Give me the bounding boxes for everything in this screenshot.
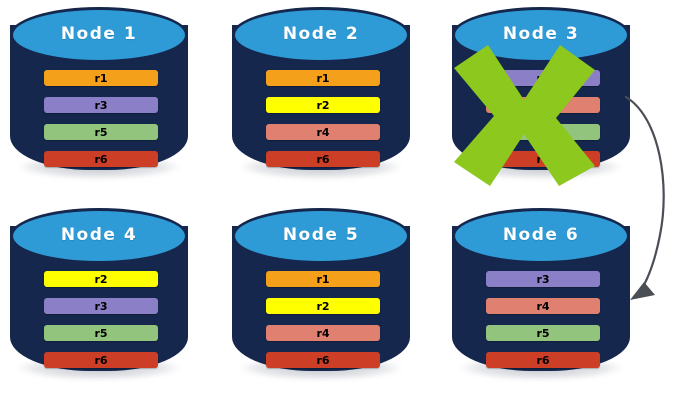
- cylinder-top: Node 3: [452, 7, 630, 63]
- record-label: r1: [316, 71, 330, 85]
- cylinder-top: Node 2: [232, 7, 410, 63]
- record-list: r3 r4 r5 r6: [486, 70, 600, 167]
- record-bar[interactable]: r6: [486, 151, 600, 167]
- record-label: r5: [94, 125, 108, 139]
- node-title: Node 1: [60, 23, 138, 44]
- record-label: r5: [94, 326, 108, 340]
- record-label: r3: [536, 71, 550, 85]
- node-4[interactable]: Node 4 r2 r3 r5 r6: [10, 206, 188, 384]
- record-label: r6: [94, 353, 108, 367]
- record-bar[interactable]: r6: [266, 352, 380, 368]
- node-title: Node 4: [60, 224, 138, 245]
- node-5[interactable]: Node 5 r1 r2 r4 r6: [232, 206, 410, 384]
- record-bar[interactable]: r1: [266, 271, 380, 287]
- record-bar[interactable]: r5: [44, 325, 158, 341]
- record-label: r1: [316, 272, 330, 286]
- record-label: r4: [536, 299, 550, 313]
- record-bar[interactable]: r3: [44, 97, 158, 113]
- record-bar[interactable]: r6: [44, 151, 158, 167]
- record-label: r2: [316, 98, 330, 112]
- record-bar[interactable]: r5: [44, 124, 158, 140]
- cylinder-top: Node 4: [10, 208, 188, 264]
- record-bar[interactable]: r6: [486, 352, 600, 368]
- record-label: r4: [536, 98, 550, 112]
- record-bar[interactable]: r4: [486, 97, 600, 113]
- record-label: r5: [536, 326, 550, 340]
- node-6[interactable]: Node 6 r3 r4 r5 r6: [452, 206, 630, 384]
- node-title: Node 5: [282, 224, 360, 245]
- record-label: r3: [94, 299, 108, 313]
- record-label: r2: [316, 299, 330, 313]
- node-1[interactable]: Node 1 r1 r3 r5 r6: [10, 5, 188, 183]
- record-bar[interactable]: r1: [44, 70, 158, 86]
- node-2[interactable]: Node 2 r1 r2 r4 r6: [232, 5, 410, 183]
- record-bar[interactable]: r4: [266, 124, 380, 140]
- record-bar[interactable]: r2: [266, 97, 380, 113]
- record-label: r2: [94, 272, 108, 286]
- record-list: r2 r3 r5 r6: [44, 271, 158, 368]
- record-list: r1 r2 r4 r6: [266, 271, 380, 368]
- record-bar[interactable]: r2: [44, 271, 158, 287]
- record-label: r3: [94, 98, 108, 112]
- record-bar[interactable]: r4: [266, 325, 380, 341]
- record-bar[interactable]: r5: [486, 124, 600, 140]
- record-label: r5: [536, 125, 550, 139]
- node-3[interactable]: Node 3 r3 r4 r5 r6: [452, 5, 630, 183]
- node-title: Node 2: [282, 23, 360, 44]
- record-label: r1: [94, 71, 108, 85]
- record-label: r6: [94, 152, 108, 166]
- record-label: r4: [316, 125, 330, 139]
- record-bar[interactable]: r3: [44, 298, 158, 314]
- record-label: r3: [536, 272, 550, 286]
- record-bar[interactable]: r3: [486, 271, 600, 287]
- node-title: Node 3: [502, 23, 580, 44]
- record-label: r6: [536, 152, 550, 166]
- record-label: r6: [536, 353, 550, 367]
- record-bar[interactable]: r4: [486, 298, 600, 314]
- record-list: r1 r3 r5 r6: [44, 70, 158, 167]
- record-bar[interactable]: r1: [266, 70, 380, 86]
- record-list: r3 r4 r5 r6: [486, 271, 600, 368]
- record-label: r6: [316, 353, 330, 367]
- record-label: r6: [316, 152, 330, 166]
- record-bar[interactable]: r5: [486, 325, 600, 341]
- record-bar[interactable]: r6: [44, 352, 158, 368]
- cylinder-top: Node 5: [232, 208, 410, 264]
- record-bar[interactable]: r3: [486, 70, 600, 86]
- node-title: Node 6: [502, 224, 580, 245]
- record-label: r4: [316, 326, 330, 340]
- record-bar[interactable]: r2: [266, 298, 380, 314]
- record-list: r1 r2 r4 r6: [266, 70, 380, 167]
- cylinder-top: Node 1: [10, 7, 188, 63]
- record-bar[interactable]: r6: [266, 151, 380, 167]
- cylinder-top: Node 6: [452, 208, 630, 264]
